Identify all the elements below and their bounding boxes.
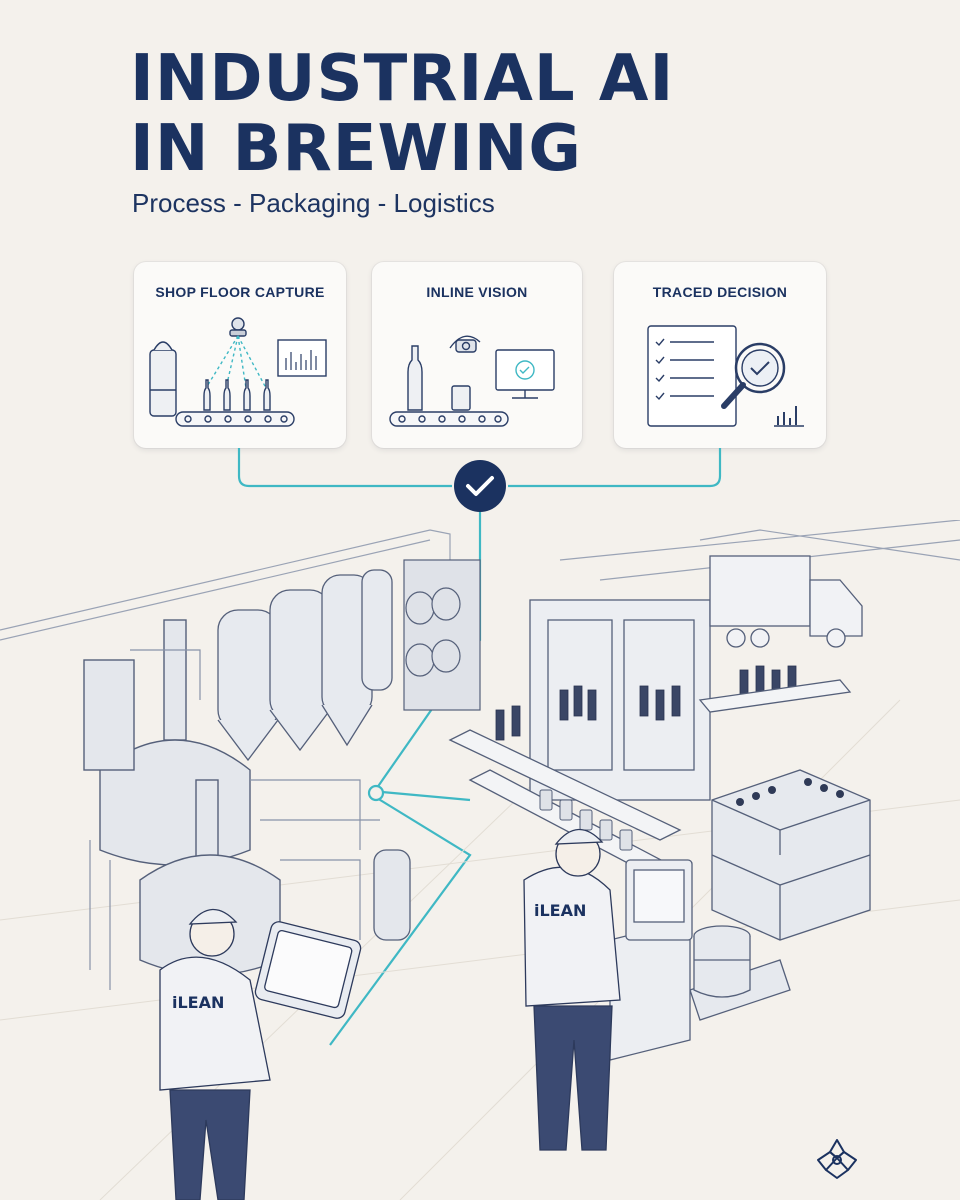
card-shop-floor-capture: SHOP FLOOR CAPTURE bbox=[134, 262, 346, 448]
card-title: INLINE VISION bbox=[426, 284, 528, 300]
title-line-2: IN BREWING bbox=[130, 112, 582, 186]
worker-right-badge: iLEAN bbox=[534, 901, 586, 920]
card-title: TRACED DECISION bbox=[652, 284, 788, 300]
checklist-magnifier-icon bbox=[647, 325, 804, 427]
brewery-scene: iLEAN iLEAN bbox=[0, 520, 960, 1200]
card-title: SHOP FLOOR CAPTURE bbox=[155, 284, 325, 300]
camera-monitor-icon bbox=[389, 335, 555, 427]
sensor-conveyor-icon bbox=[149, 317, 327, 427]
card-inline-vision: INLINE VISION bbox=[372, 262, 582, 448]
page-title: INDUSTRIAL AI IN BREWING bbox=[130, 44, 674, 184]
title-line-1: INDUSTRIAL AI bbox=[130, 42, 675, 116]
page-subtitle: Process - Packaging - Logistics bbox=[132, 188, 495, 218]
card-traced-decision: TRACED DECISION bbox=[614, 262, 826, 448]
brand-logo-icon bbox=[817, 1139, 857, 1179]
worker-left-badge: iLEAN bbox=[172, 993, 224, 1012]
